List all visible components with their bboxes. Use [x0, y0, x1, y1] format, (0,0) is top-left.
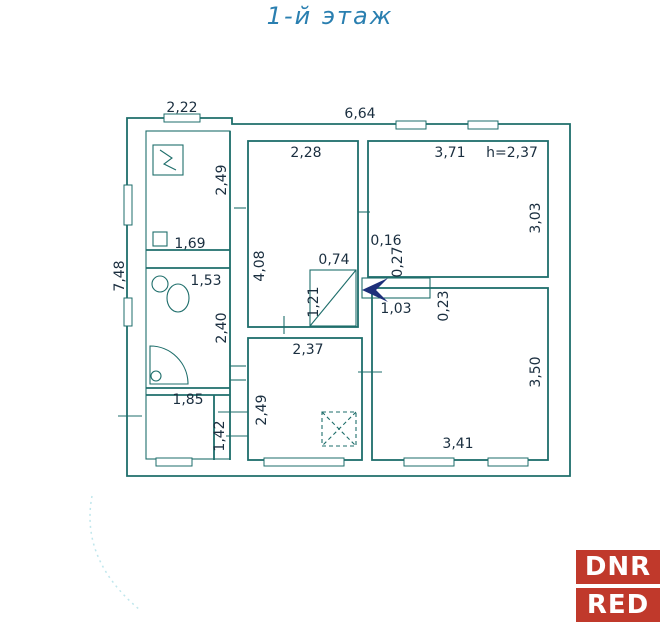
- toilet-icon: [166, 283, 190, 313]
- ceiling-height: h=2,37: [486, 145, 538, 161]
- window: [123, 297, 133, 327]
- wet-area: [146, 131, 231, 460]
- dim-kitchen-height: 2,49: [254, 394, 270, 425]
- windows: [123, 113, 529, 467]
- window: [163, 113, 201, 123]
- floor-title: 1-й этаж: [267, 2, 394, 30]
- stamp-trace: [89, 495, 141, 611]
- dim-kitchen-width: 2,37: [292, 342, 323, 358]
- basin-icon: [151, 275, 169, 293]
- window: [123, 184, 133, 226]
- sink-icon: [152, 231, 168, 247]
- dimension-labels: 2,22 6,64 7,48 2,49 1,69 1,53 2,40 1,85 …: [112, 100, 544, 452]
- dim-bath-width: 1,53: [190, 273, 221, 289]
- dim-niche-depth: 0,23: [436, 290, 452, 321]
- window: [403, 457, 455, 467]
- staircase: [309, 269, 357, 327]
- dim-room1-width: 2,28: [290, 145, 321, 161]
- room-living-3: [371, 287, 549, 461]
- watermark-line2: RED: [576, 588, 660, 622]
- dim-outer-left: 7,48: [112, 260, 128, 291]
- dim-corridor-height: 1,42: [212, 420, 228, 451]
- window: [467, 120, 499, 130]
- dim-gap-height: 0,27: [390, 246, 406, 277]
- dim-wc-width: 1,69: [174, 236, 205, 252]
- room-outlines: [247, 140, 549, 461]
- dim-room2-height: 3,03: [528, 202, 544, 233]
- window: [395, 120, 427, 130]
- dim-gap-width: 0,16: [370, 233, 401, 249]
- dim-stair-height: 1,21: [306, 286, 322, 317]
- dim-corridor-width: 1,85: [172, 392, 203, 408]
- door-ticks: [118, 207, 382, 437]
- dim-room2-width: 3,71: [434, 145, 465, 161]
- shower-icon: [149, 345, 189, 385]
- room-living-1: [247, 140, 359, 328]
- outer-walls: [126, 117, 571, 477]
- niche: [361, 277, 431, 299]
- dim-room3-width: 3,41: [442, 436, 473, 452]
- window: [155, 457, 193, 467]
- watermark-logo: DNR RED: [576, 550, 660, 622]
- window: [487, 457, 529, 467]
- dim-room3-height: 3,50: [528, 356, 544, 387]
- dim-outer-top: 6,64: [344, 106, 375, 122]
- dim-niche-width: 1,03: [380, 301, 411, 317]
- dim-bath-height: 2,40: [214, 312, 230, 343]
- vent-icon: [321, 411, 357, 447]
- boiler-icon: [152, 144, 184, 176]
- dim-stair-width: 0,74: [318, 252, 349, 268]
- dim-outer-top-left: 2,22: [166, 100, 197, 116]
- dim-room1-height: 4,08: [252, 250, 268, 281]
- room-living-2: [367, 140, 549, 278]
- stair-arrow-icon: [362, 278, 388, 302]
- dim-wc-height: 2,49: [214, 164, 230, 195]
- window: [263, 457, 345, 467]
- watermark-line1: DNR: [576, 550, 660, 584]
